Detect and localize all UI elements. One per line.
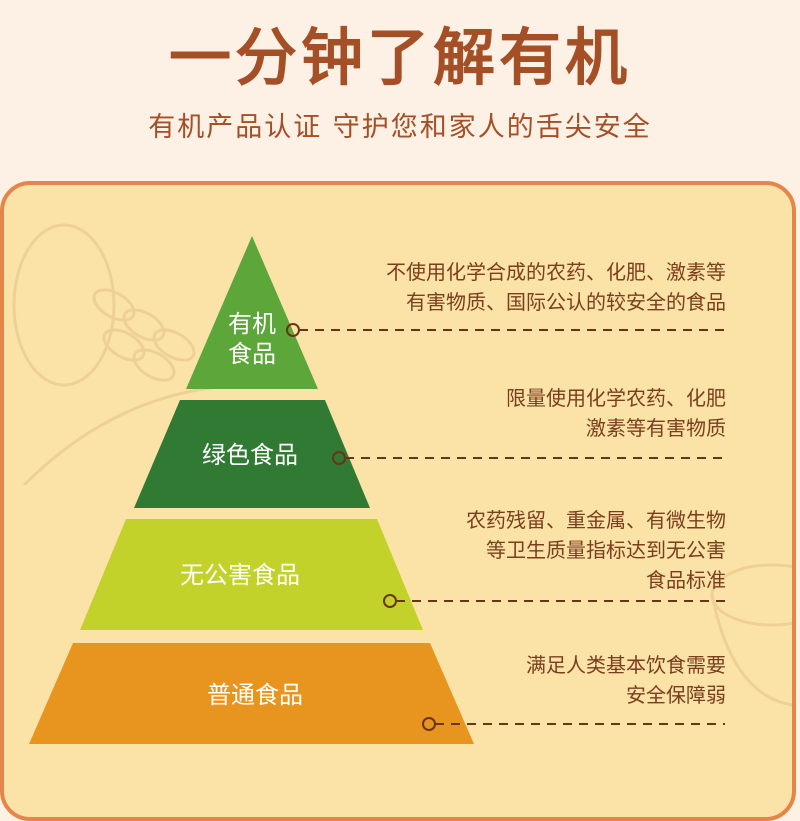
organic-tier <box>186 236 318 389</box>
tier-desc-green: 限量使用化学农药、化肥 激素等有害物质 <box>506 383 726 443</box>
pollution-free-tier <box>80 519 423 630</box>
desc-line: 不使用化学合成的农药、化肥、激素等 <box>386 260 726 284</box>
anchor-dot-ordinary <box>422 717 436 731</box>
tier-label-pollution-free: 无公害食品 <box>180 561 300 589</box>
tier-label-organic: 有机 食品 <box>212 309 292 369</box>
desc-line: 农药残留、重金属、有微生物 <box>466 508 726 532</box>
green-food-tier <box>134 400 370 508</box>
tier-desc-organic: 不使用化学合成的农药、化肥、激素等 有害物质、国际公认的较安全的食品 <box>386 257 726 317</box>
desc-line: 满足人类基本饮食需要 <box>526 653 726 677</box>
page-title: 一分钟了解有机 <box>168 21 631 94</box>
desc-line: 激素等有害物质 <box>586 416 726 440</box>
desc-line: 等卫生质量指标达到无公害 <box>486 538 726 562</box>
desc-line: 食品标准 <box>646 568 726 592</box>
desc-line: 安全保障弱 <box>626 683 726 707</box>
tier-label-organic-line2: 食品 <box>228 340 276 368</box>
tier-label-green: 绿色食品 <box>202 441 298 469</box>
tier-desc-ordinary: 满足人类基本饮食需要 安全保障弱 <box>526 650 726 710</box>
anchor-dot-green <box>332 451 346 465</box>
tier-desc-pollution-free: 农药残留、重金属、有微生物 等卫生质量指标达到无公害 食品标准 <box>466 505 726 595</box>
bowl-decoration-icon <box>710 563 792 707</box>
page-subtitle: 有机产品认证 守护您和家人的舌尖安全 <box>148 112 652 143</box>
ordinary-tier <box>29 643 474 744</box>
anchor-dot-organic <box>286 323 300 337</box>
anchor-dot-pollution-free <box>383 594 397 608</box>
pyramid-diagram <box>29 236 730 744</box>
tier-label-organic-line1: 有机 <box>228 310 276 338</box>
desc-line: 限量使用化学农药、化肥 <box>506 386 726 410</box>
desc-line: 有害物质、国际公认的较安全的食品 <box>406 290 726 314</box>
tier-label-ordinary: 普通食品 <box>207 681 303 709</box>
